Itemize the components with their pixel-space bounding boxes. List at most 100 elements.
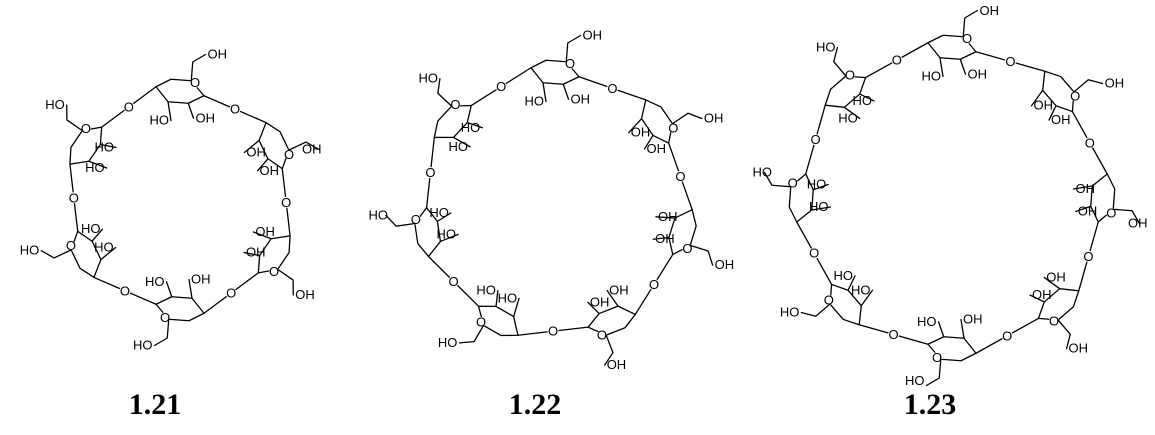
hydroxyl-bond xyxy=(587,301,600,315)
hydroxyl-bond xyxy=(99,143,117,149)
ring-oxygen-mask xyxy=(932,352,942,363)
hydroxyl-label: OH xyxy=(302,141,322,156)
hydroxyl-label: HO xyxy=(833,268,853,283)
hydroxyl-label: OH xyxy=(1034,98,1054,113)
glycosidic-oxygen-mask xyxy=(606,82,618,94)
hydroxyl-bond xyxy=(843,106,861,120)
hydroxymethyl-bond xyxy=(1112,208,1141,225)
hydroxyl-bond xyxy=(643,134,654,150)
hydroxyl-label: OH xyxy=(583,28,603,43)
ring-oxygen-label: O xyxy=(824,293,834,308)
hydroxyl-label: OH xyxy=(715,257,735,272)
hydroxyl-bond xyxy=(436,212,452,223)
hydroxyl-label: OH xyxy=(208,47,228,62)
hydroxyl-bond xyxy=(100,246,117,261)
hydroxyl-label: HO xyxy=(753,165,773,180)
ring-oxygen-mask xyxy=(284,149,295,160)
hydroxyl-bond xyxy=(960,318,965,339)
ring-oxygen-mask xyxy=(565,58,575,69)
hydroxymethyl-bond xyxy=(962,9,979,38)
hydroxyl-label: HO xyxy=(461,120,481,135)
ring-oxygen-label: O xyxy=(66,238,76,253)
hydroxymethyl-bond xyxy=(671,112,703,125)
hydroxyl-bond xyxy=(439,233,459,243)
ring-oxygen-label: O xyxy=(269,264,279,279)
hydroxyl-bond xyxy=(495,289,499,308)
hydroxyl-label: OH xyxy=(1051,112,1071,127)
hydroxyl-label: OH xyxy=(260,163,280,178)
glycosidic-oxygen-mask xyxy=(1001,330,1013,342)
glycosidic-oxygen-mask xyxy=(229,103,241,115)
hydroxyl-label: OH xyxy=(963,312,983,327)
hydroxyl-bond xyxy=(243,139,260,154)
hydroxymethyl-bond xyxy=(604,334,614,366)
ring-oxygen-mask xyxy=(596,330,607,341)
hydroxyl-bond xyxy=(452,136,471,148)
hydroxyl-label: OH xyxy=(631,125,651,140)
hydroxyl-label: OH xyxy=(196,110,216,125)
hydroxyl-bond xyxy=(606,289,619,307)
hydroxyl-bond xyxy=(562,83,570,100)
hydroxyl-label: HO xyxy=(133,338,153,353)
hydroxymethyl-bond xyxy=(763,171,792,188)
hydroxyl-bond xyxy=(167,101,172,122)
hydroxyl-label: HO xyxy=(20,243,40,258)
hydroxyl-label: OH xyxy=(246,144,265,159)
ring-oxygen-mask xyxy=(682,243,693,254)
hydroxymethyl-bond xyxy=(40,249,72,259)
ring-oxygen-label: O xyxy=(597,328,607,343)
ring-oxygen-label: O xyxy=(1106,206,1116,221)
hydroxyl-label: HO xyxy=(851,282,871,297)
hydroxyl-bond xyxy=(165,281,173,298)
hydroxyl-bond xyxy=(1029,294,1045,303)
glycosidic-oxygen-label: O xyxy=(448,274,458,289)
hydroxymethyl-bond xyxy=(153,318,170,347)
hydroxyl-bond xyxy=(512,297,520,318)
glycosidic-oxygen-label: O xyxy=(124,99,134,114)
hydroxyl-label: OH xyxy=(295,287,315,302)
hydroxymethyl-bond xyxy=(385,214,416,227)
glycosidic-oxygen-label: O xyxy=(548,324,558,339)
hydroxyl-bond xyxy=(188,278,193,299)
ring-oxygen-label: O xyxy=(932,350,942,365)
ring-oxygen-mask xyxy=(1049,316,1060,327)
hydroxyl-bond xyxy=(542,82,547,103)
hydroxymethyl-bond xyxy=(833,46,847,77)
hydroxyl-bond xyxy=(655,216,676,219)
hydroxyl-label: HO xyxy=(437,226,457,241)
ring-oxygen-label: O xyxy=(962,31,972,46)
hydroxyl-bond xyxy=(243,251,261,257)
hydroxymethyl-bond xyxy=(276,268,294,296)
ring-oxygen-label: O xyxy=(160,310,170,325)
hydroxymethyl-bond xyxy=(1057,319,1071,350)
hydroxyl-label: HO xyxy=(145,274,165,289)
hydroxyl-label: HO xyxy=(150,113,170,128)
hydroxyl-label: HO xyxy=(438,335,458,350)
hydroxyl-bond xyxy=(628,117,643,134)
compound-label-1-22: 1.22 xyxy=(508,388,562,421)
glycosidic-oxygen-mask xyxy=(495,81,507,93)
glycosidic-oxygen-mask xyxy=(1082,250,1094,262)
hydroxymethyl-bond xyxy=(689,244,714,266)
hydroxyl-label: OH xyxy=(191,272,211,287)
ring-oxygen-mask xyxy=(668,122,679,133)
hydroxyl-bond xyxy=(937,321,945,338)
hydroxyl-bond xyxy=(252,231,272,240)
ring-oxygen-mask xyxy=(450,99,461,110)
ring-oxygen-label: O xyxy=(788,176,798,191)
ring-oxygen-label: O xyxy=(81,121,91,136)
glycosidic-oxygen-mask xyxy=(891,54,903,66)
hydroxyl-bond xyxy=(466,121,483,129)
hydroxyl-bond xyxy=(847,275,856,291)
hydroxyl-label: HO xyxy=(838,110,858,125)
glycosidic-oxygen-mask xyxy=(68,192,80,204)
hydroxyl-bond xyxy=(812,183,829,191)
